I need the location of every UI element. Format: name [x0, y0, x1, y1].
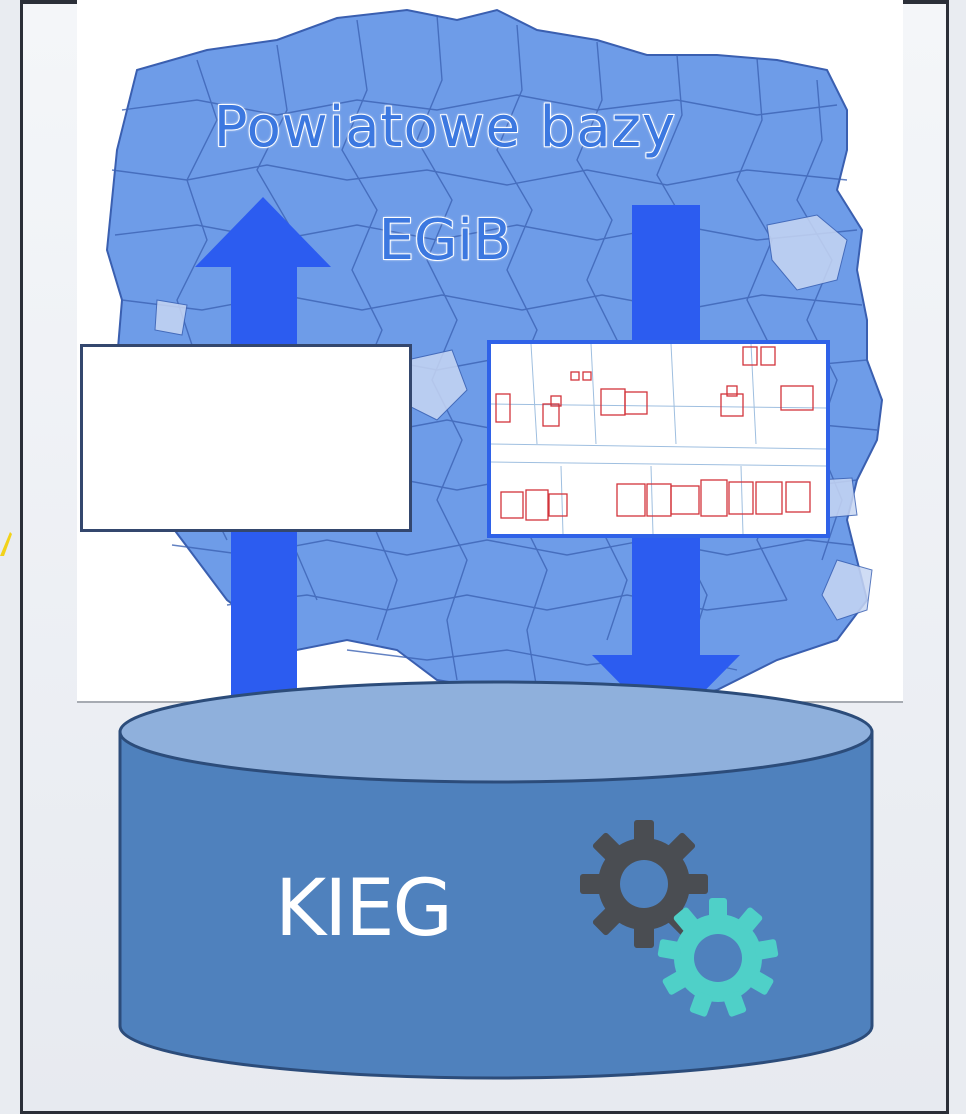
diagram-title-line-2: EGiB — [378, 208, 513, 273]
database-label: KIEG — [275, 864, 453, 954]
gear-icon — [657, 898, 779, 1017]
parcel-map-image — [491, 344, 826, 534]
gears-illustration — [580, 820, 779, 1017]
parcel-map-thumbnail — [487, 340, 830, 538]
diagram-title-line-1: Powiatowe bazy — [213, 95, 677, 160]
yellow-marker — [0, 530, 12, 556]
blank-document-box — [80, 344, 412, 532]
kieg-database-cylinder — [118, 680, 874, 1080]
